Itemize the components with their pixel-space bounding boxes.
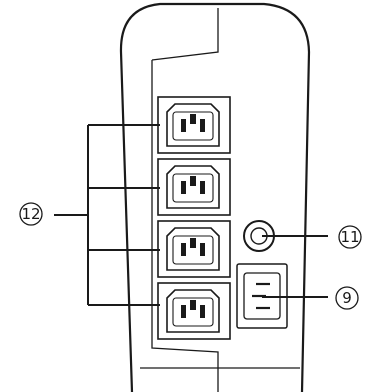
callout-ac-input: 9 [335, 286, 359, 310]
ups-housing [119, 2, 311, 392]
callout-outlets: 12 [19, 202, 43, 226]
callout-breaker-number: 11 [340, 228, 359, 246]
callout-breaker: 11 [338, 225, 362, 249]
output-socket-4 [157, 282, 231, 340]
outlet-group [157, 96, 231, 340]
outlets-bracket [54, 124, 160, 306]
output-socket-1 [157, 96, 231, 154]
output-socket-2 [157, 158, 231, 216]
output-socket-3 [157, 220, 231, 278]
callout-ac-input-number: 9 [342, 289, 352, 307]
callout-outlets-number: 12 [21, 205, 40, 223]
